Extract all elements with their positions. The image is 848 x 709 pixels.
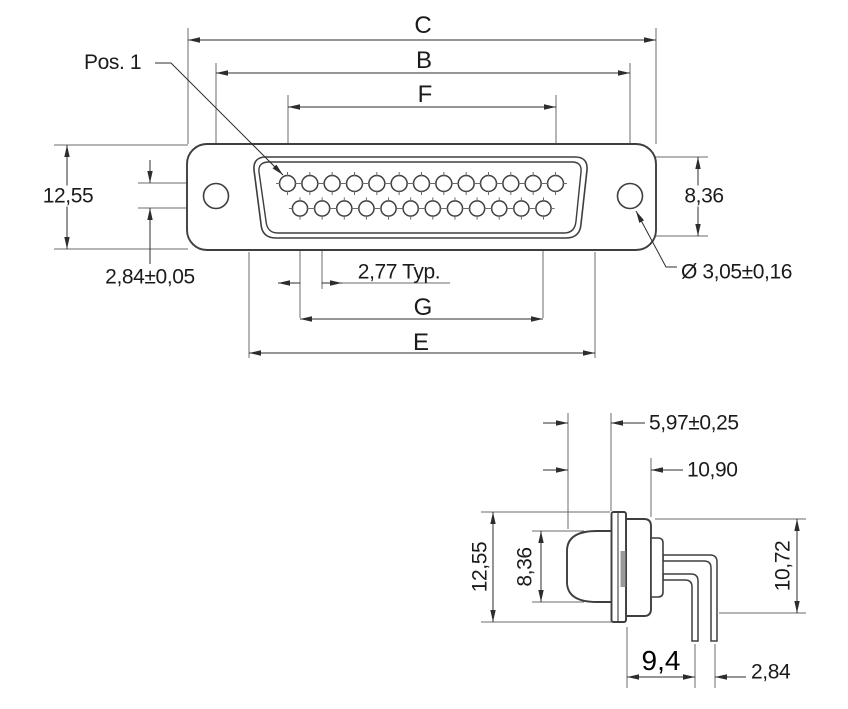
dim-label-f: F [417,81,433,108]
dim-label-pin-pitch: 2,77 Typ. [357,260,441,284]
dim-label-shell-height-front: 8,36 [682,184,726,208]
dim-label-pin-row-gap: 2,84 [751,660,791,684]
mounting-hole-left [202,182,230,210]
dim-label-overall-depth: 10,90 [687,458,738,482]
dim-label-row-offset: 2,84±0,05 [105,265,195,289]
dim-label-pin-setback: 9,4 [641,645,681,676]
side-flange [610,511,627,623]
hole-diameter-leader [635,210,677,268]
side-pin-lower [662,573,699,642]
side-dimension-lines [490,420,800,680]
dim-label-e: E [412,329,430,356]
front-view [54,28,708,358]
dim-label-mating-depth: 5,97±0,25 [649,411,739,435]
pin-row-bottom [288,197,555,220]
side-view [481,413,806,688]
side-shell [566,530,613,603]
pos1-label: Pos. 1 [84,51,142,74]
side-step [650,537,664,598]
dim-label-b: B [415,47,433,74]
side-pin-upper [662,554,718,642]
dim-label-shell-height-side: 8,36 [513,547,537,587]
dim-label-flange-height-front: 12,55 [40,184,96,208]
dim-label-g: G [413,294,433,321]
front-dimension-lines [64,37,701,356]
pin-row-top [276,172,567,195]
mounting-hole-right [616,182,644,210]
side-body [625,518,652,617]
side-flange-shadow-detail [620,551,626,587]
side-extension-lines [481,413,806,688]
dim-label-hole-diameter: Ø 3,05±0,16 [681,260,793,284]
dim-label-pin-drop: 10,72 [771,540,795,592]
dim-label-c: C [414,12,432,39]
pos1-leader [155,62,284,176]
d-shell [253,156,588,239]
dim-label-flange-height-side: 12,55 [468,541,492,593]
